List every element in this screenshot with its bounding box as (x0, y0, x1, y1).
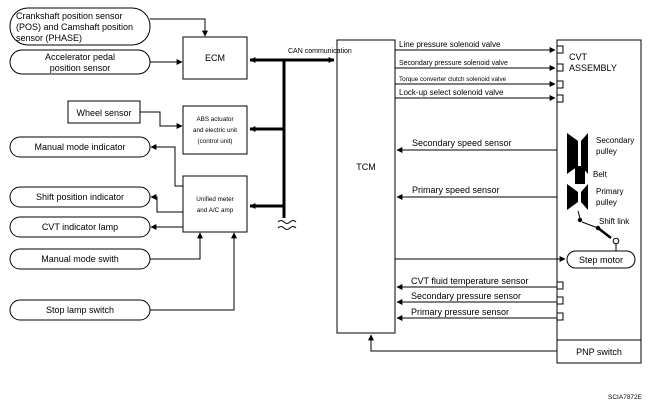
crank-cam-sensor-label-1: Crankshaft position sensor (16, 11, 123, 21)
tcm-label: TCM (356, 162, 376, 172)
step-motor: Step motor (566, 244, 636, 269)
shift-position-indicator: Shift position indicator (9, 186, 151, 208)
secondary-pulley-label-2: pulley (596, 147, 617, 156)
fluid-temp-sensor-label: CVT fluid temperature sensor (411, 276, 528, 286)
cvt-assembly-title-2: ASSEMBLY (569, 63, 617, 73)
shift-link: Shift link (577, 210, 630, 245)
connector-squares (556, 45, 564, 321)
meter-label-1: Unified meter (196, 196, 233, 203)
solenoid-label-4: Lock-up select solenoid valve (399, 88, 504, 97)
ecm-unit: ECM (182, 36, 248, 80)
cvt-assembly-title-1: CVT (569, 52, 588, 62)
solenoid-label-1: Line pressure solenoid valve (399, 40, 501, 49)
accelerator-sensor-label-1: Accelerator pedal (45, 52, 115, 62)
secondary-pulley-label-1: Secondary (596, 136, 634, 145)
primary-speed-sensor-label: Primary speed sensor (412, 185, 500, 195)
secondary-pressure-sensor-label: Secondary pressure sensor (411, 291, 521, 301)
stop-lamp-switch-label: Stop lamp switch (46, 305, 114, 315)
tcm-unit: TCM (336, 39, 396, 334)
belt-label: Belt (593, 170, 608, 179)
abs-label-1: ABS actuator (196, 116, 233, 123)
cvt-indicator-lamp: CVT indicator lamp (9, 216, 151, 238)
stop-lamp-switch: Stop lamp switch (9, 299, 151, 321)
manual-mode-indicator: Manual mode indicator (9, 136, 151, 158)
manual-mode-indicator-line (150, 144, 183, 187)
secondary-speed-sensor-label: Secondary speed sensor (412, 138, 512, 148)
crank-sensor-line (150, 18, 208, 37)
manual-mode-switch: Manual mode swith (9, 248, 151, 270)
unified-meter-unit: Unified meter and A/C amp (182, 175, 248, 233)
stop-lamp-switch-line (150, 232, 237, 311)
belt: Belt (575, 166, 608, 184)
pnp-switch-label: PNP switch (576, 347, 622, 357)
accelerator-pedal-sensor: Accelerator pedal position sensor (9, 49, 151, 75)
wheel-sensor: Wheel sensor (67, 100, 141, 124)
abs-label-3: (control unit) (198, 138, 233, 145)
shift-position-indicator-line (150, 194, 183, 213)
solenoid-label-3: Torque converter clutch solenoid valve (399, 76, 507, 83)
abs-actuator-unit: ABS actuator and electric unit (control … (182, 105, 248, 155)
shift-position-indicator-label: Shift position indicator (36, 192, 124, 202)
manual-mode-switch-label: Manual mode swith (41, 254, 119, 264)
crank-cam-sensor-label-2: (POS) and Camshaft position (16, 22, 133, 32)
meter-label-2: and A/C amp (197, 207, 234, 214)
primary-pulley: Primary pulley (567, 184, 624, 210)
manual-mode-switch-line (150, 232, 203, 260)
crank-cam-sensor-label-3: sensor (PHASE) (16, 33, 82, 43)
crank-cam-sensor: Crankshaft position sensor (POS) and Cam… (9, 7, 151, 46)
wheel-sensor-line (140, 111, 183, 129)
primary-pulley-label-2: pulley (596, 198, 617, 207)
figure-id: SCIA7872E (608, 394, 643, 401)
can-continuation-squiggle (277, 220, 297, 230)
primary-pressure-sensor-label: Primary pressure sensor (411, 307, 509, 317)
primary-pulley-label-1: Primary (596, 187, 624, 196)
can-communication-label: CAN communication (288, 48, 352, 55)
cvt-indicator-lamp-label: CVT indicator lamp (42, 222, 118, 232)
step-motor-label: Step motor (579, 255, 623, 265)
pnp-switch-line (368, 334, 557, 352)
shift-link-label: Shift link (599, 217, 630, 226)
wheel-sensor-label: Wheel sensor (76, 108, 131, 118)
solenoid-label-2: Secondary pressure solenoid valve (399, 60, 508, 67)
secondary-pulley: Secondary pulley (567, 133, 634, 174)
manual-mode-indicator-label: Manual mode indicator (34, 142, 125, 152)
ecm-label: ECM (205, 53, 225, 63)
abs-label-2: and electric unit (193, 127, 237, 134)
accelerator-sensor-label-2: position sensor (50, 63, 111, 73)
